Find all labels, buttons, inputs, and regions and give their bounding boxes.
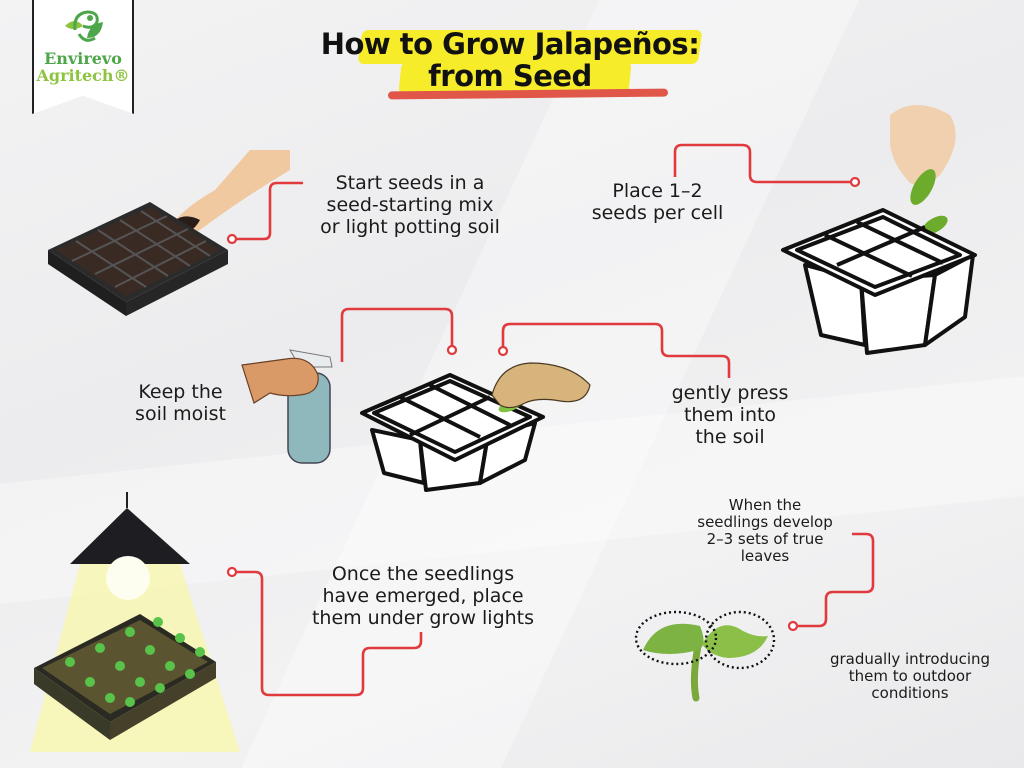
step-text-line: seed-starting mix <box>326 194 494 216</box>
title-line-1: How to Grow Jalapeños: <box>320 27 700 61</box>
press-seed-tray-illustration <box>360 362 591 492</box>
seedling-true-leaves-illustration <box>634 610 776 702</box>
seed-cell-tray-illustration <box>781 105 977 355</box>
grow-light-illustration <box>30 492 240 752</box>
step-text-line: gradually introducing <box>829 650 991 668</box>
step-text-line: them under grow lights <box>311 607 535 629</box>
step-text-line: have emerged, place <box>322 585 524 607</box>
step-true-leaves-text: When the seedlings develop 2–3 sets of t… <box>680 497 850 565</box>
step-keep-moist-text: Keep the soil moist <box>118 381 243 425</box>
step-text-line: When the <box>728 496 802 514</box>
step-text-line: or light potting soil <box>320 216 500 238</box>
step-grow-lights-text: Once the seedlings have emerged, place t… <box>288 563 558 629</box>
step-text-line: 2–3 sets of true <box>706 530 824 548</box>
step-text-line: gently press <box>671 382 789 404</box>
step-text-line: the soil <box>695 426 765 448</box>
step-start-seeds-text: Start seeds in a seed-starting mix or li… <box>300 172 520 238</box>
step-text-line: Keep the <box>138 381 223 403</box>
step-text-line: leaves <box>740 547 790 565</box>
step-text-line: Once the seedlings <box>331 563 515 585</box>
step-text-line: soil moist <box>135 403 226 425</box>
step-text-line: Place 1–2 <box>612 180 703 202</box>
step-text-line: Start seeds in a <box>335 172 485 194</box>
step-press-seeds-text: gently press them into the soil <box>650 382 810 448</box>
leaf-logo-icon <box>65 10 103 42</box>
step-text-line: them into <box>683 404 777 426</box>
spray-bottle-illustration <box>241 349 333 464</box>
logo-banner: Envirevo Agritech® <box>32 0 134 114</box>
seed-tray-soil-illustration <box>48 150 290 316</box>
page-title: How to Grow Jalapeños: from Seed <box>230 28 790 92</box>
step-text-line: seeds per cell <box>591 202 724 224</box>
step-place-seeds-text: Place 1–2 seeds per cell <box>575 180 740 224</box>
step-text-line: seedlings develop <box>697 513 833 531</box>
title-line-2: from Seed <box>428 59 592 93</box>
logo-text-envirevo: Envirevo <box>44 49 122 68</box>
logo-text-agritech: Agritech® <box>36 66 130 85</box>
step-text-line: conditions <box>871 684 949 702</box>
step-text-line: them to outdoor <box>848 667 972 685</box>
step-harden-off-text: gradually introducing them to outdoor co… <box>815 651 1005 702</box>
